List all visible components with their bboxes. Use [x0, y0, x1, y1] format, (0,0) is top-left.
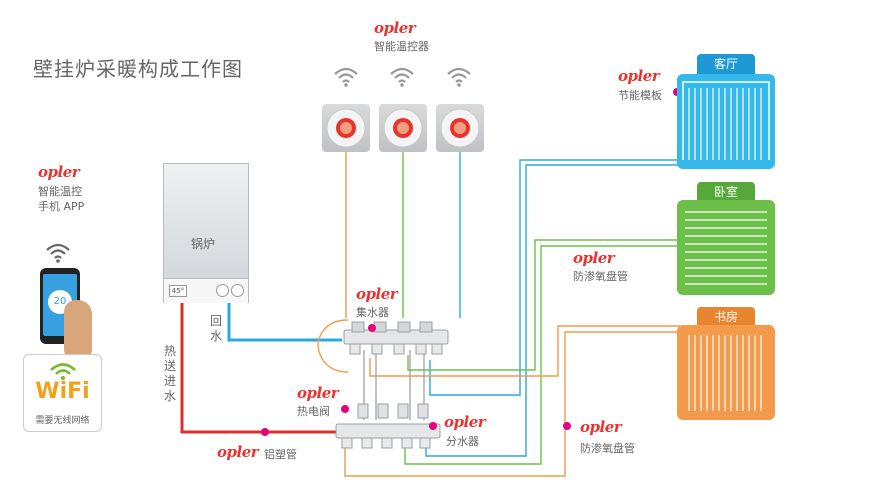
collector-label: 集水器	[356, 306, 389, 319]
module-label: 节能模板	[618, 89, 662, 102]
distributor-manifold	[335, 423, 441, 449]
room-study	[677, 325, 775, 420]
wifi-icon	[50, 363, 76, 380]
coil-label: 防渗氧盘管	[580, 442, 635, 455]
bypass-pipe	[317, 319, 349, 373]
app-label-line1: 智能温控	[38, 185, 82, 198]
collector-manifold	[343, 321, 449, 355]
thermostat-label: 智能温控器	[374, 40, 429, 53]
return-pipe	[227, 302, 342, 342]
boiler-knob	[216, 284, 229, 297]
thermostat-icon	[379, 104, 427, 152]
room-header-living: 客厅	[697, 54, 755, 75]
distributor-label: 分水器	[446, 435, 479, 448]
hand-image	[64, 300, 92, 358]
valve-label: 热电阀	[297, 405, 330, 418]
thermostat-icon	[436, 104, 484, 152]
brand-logo-app: opler	[38, 163, 80, 181]
pipe-label: 铝塑管	[264, 448, 297, 461]
room-header-study: 书房	[697, 307, 755, 328]
brand-logo-thermostat: opler	[374, 19, 416, 37]
floor-coil-icon	[685, 211, 767, 285]
wifi-icon	[390, 67, 414, 87]
wifi-icon	[334, 67, 358, 87]
wifi-icon	[46, 243, 70, 263]
boiler-display: 45°	[169, 285, 187, 297]
thermal-valves	[357, 403, 429, 419]
brand-logo-module: opler	[618, 67, 660, 85]
brand-logo-valve: opler	[297, 384, 339, 402]
boiler-control-panel: 45°	[164, 278, 248, 303]
app-label-line2: 手机 APP	[38, 200, 85, 213]
room-bedroom	[677, 200, 775, 295]
wifi-icon	[447, 67, 471, 87]
brand-logo-collector: opler	[356, 285, 398, 303]
brand-logo-coil: opler	[580, 418, 622, 436]
wifi-note: 需要无线网络	[35, 416, 90, 426]
room-header-bedroom: 卧室	[697, 182, 755, 203]
brand-logo-distributor: opler	[444, 413, 486, 431]
coil-label: 防渗氧盘管	[573, 270, 628, 283]
page-title: 壁挂炉采暖构成工作图	[33, 57, 243, 81]
supply-water-label: 热送进水	[163, 344, 176, 403]
return-water-label: 回水	[209, 314, 222, 343]
brand-logo-coil: opler	[573, 249, 615, 267]
boiler-icon: 45°	[163, 163, 249, 303]
thermostat-icon	[322, 104, 370, 152]
floor-coil-icon	[688, 335, 762, 411]
floor-coil-icon	[682, 81, 770, 160]
room-living	[677, 74, 775, 169]
wifi-badge: WiFi 需要无线网络	[23, 354, 102, 432]
brand-logo-pipe: opler	[217, 443, 259, 461]
supply-pipe	[180, 302, 338, 434]
boiler-knob	[231, 284, 244, 297]
wifi-text: WiFi	[35, 379, 90, 404]
boiler-label: 锅炉	[191, 237, 216, 251]
